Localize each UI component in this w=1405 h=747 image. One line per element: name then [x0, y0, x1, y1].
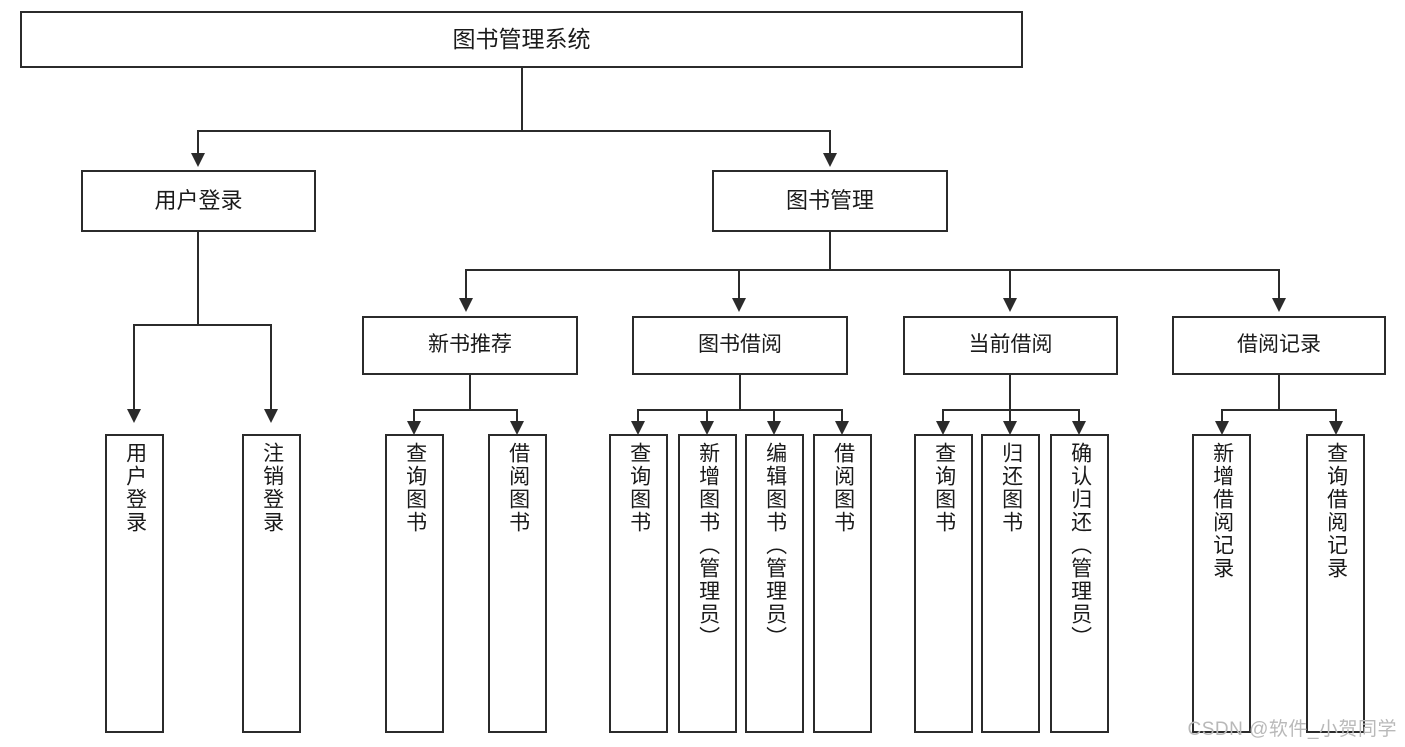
- edge-bm-to-book-borrow: [738, 269, 740, 300]
- edge-user-login-stem: [197, 232, 199, 325]
- edge-nbr-bus: [414, 409, 517, 411]
- edge-user-login-to-leaf-1: [133, 324, 135, 411]
- leaf-query-book-2-label: 查询图书: [627, 442, 651, 534]
- node-user-login[interactable]: 用户登录: [81, 170, 316, 232]
- leaf-confirm-return-label: 确认归还（管理员）: [1068, 442, 1092, 649]
- leaf-user-login-label: 用户登录: [123, 442, 147, 534]
- node-current-borrow[interactable]: 当前借阅: [903, 316, 1118, 375]
- edge-br-to-leaf-1: [1221, 409, 1223, 428]
- edge-user-login-bus: [134, 324, 271, 326]
- edge-bb-to-leaf-4: [841, 409, 843, 428]
- leaf-return-book[interactable]: 归还图书: [981, 434, 1040, 733]
- arrow-bb-to-leaf-1: [631, 421, 645, 435]
- node-root-label: 图书管理系统: [452, 26, 591, 53]
- leaf-add-borrow-record[interactable]: 新增借阅记录: [1192, 434, 1251, 733]
- node-book-borrow[interactable]: 图书借阅: [632, 316, 848, 375]
- leaf-confirm-return[interactable]: 确认归还（管理员）: [1050, 434, 1109, 733]
- leaf-borrow-book-2-label: 借阅图书: [831, 442, 855, 534]
- edge-bb-stem: [739, 375, 741, 411]
- node-borrow-record[interactable]: 借阅记录: [1172, 316, 1386, 375]
- edge-cb-stem: [1009, 375, 1011, 411]
- arrow-bm-to-new-book-recommend: [459, 298, 473, 312]
- edge-user-login-to-leaf-2: [270, 324, 272, 411]
- leaf-query-book-1[interactable]: 查询图书: [385, 434, 444, 733]
- arrow-nbr-to-leaf-2: [510, 421, 524, 435]
- node-current-borrow-label: 当前借阅: [968, 333, 1053, 357]
- node-book-management[interactable]: 图书管理: [712, 170, 948, 232]
- arrow-bb-to-leaf-2: [700, 421, 714, 435]
- edge-nbr-stem: [469, 375, 471, 411]
- edge-cb-bus: [943, 409, 1080, 411]
- edge-br-to-leaf-2: [1335, 409, 1337, 428]
- leaf-add-book-label: 新增图书（管理员）: [696, 442, 720, 649]
- arrow-root-to-book-management: [823, 153, 837, 167]
- edge-bb-to-leaf-3: [773, 409, 775, 428]
- node-book-management-label: 图书管理: [785, 188, 874, 214]
- arrow-bm-to-current-borrow: [1003, 298, 1017, 312]
- edge-bb-bus: [638, 409, 842, 411]
- edge-book-management-bus: [466, 269, 1280, 271]
- leaf-query-book-3[interactable]: 查询图书: [914, 434, 973, 733]
- node-root[interactable]: 图书管理系统: [20, 11, 1023, 68]
- edge-root-bus: [198, 130, 831, 132]
- leaf-logout-login[interactable]: 注销登录: [242, 434, 301, 733]
- leaf-edit-book[interactable]: 编辑图书（管理员）: [745, 434, 804, 733]
- node-new-book-recommend-label: 新书推荐: [428, 333, 512, 357]
- leaf-query-borrow-record-label: 查询借阅记录: [1324, 442, 1348, 580]
- edge-cb-to-leaf-3: [1078, 409, 1080, 428]
- edge-bb-to-leaf-1: [637, 409, 639, 428]
- leaf-borrow-book-1-label: 借阅图书: [506, 442, 530, 534]
- leaf-user-login[interactable]: 用户登录: [105, 434, 164, 733]
- arrow-cb-to-leaf-2: [1003, 421, 1017, 435]
- arrow-root-to-user-login: [191, 153, 205, 167]
- edge-root-to-user-login: [197, 130, 199, 156]
- arrow-nbr-to-leaf-1: [407, 421, 421, 435]
- arrow-br-to-leaf-2: [1329, 421, 1343, 435]
- arrow-cb-to-leaf-1: [936, 421, 950, 435]
- leaf-add-book[interactable]: 新增图书（管理员）: [678, 434, 737, 733]
- leaf-query-book-3-label: 查询图书: [932, 442, 956, 534]
- edge-book-management-stem: [829, 232, 831, 270]
- node-user-login-label: 用户登录: [154, 188, 243, 214]
- leaf-query-book-1-label: 查询图书: [403, 442, 427, 534]
- edge-bm-to-borrow-record: [1278, 269, 1280, 300]
- arrow-bb-to-leaf-4: [835, 421, 849, 435]
- edge-br-stem: [1278, 375, 1280, 411]
- leaf-query-borrow-record[interactable]: 查询借阅记录: [1306, 434, 1365, 733]
- edge-cb-to-leaf-2: [1009, 409, 1011, 428]
- leaf-return-book-label: 归还图书: [999, 442, 1023, 534]
- edge-bb-to-leaf-2: [706, 409, 708, 428]
- edge-root-stem: [521, 68, 523, 131]
- arrow-bb-to-leaf-3: [767, 421, 781, 435]
- node-new-book-recommend[interactable]: 新书推荐: [362, 316, 578, 375]
- edge-bm-to-new-book-recommend: [465, 269, 467, 300]
- leaf-edit-book-label: 编辑图书（管理员）: [763, 442, 787, 649]
- arrow-user-login-to-leaf-2: [264, 409, 278, 423]
- leaf-logout-login-label: 注销登录: [260, 442, 284, 534]
- edge-nbr-to-leaf-1: [413, 409, 415, 428]
- arrow-br-to-leaf-1: [1215, 421, 1229, 435]
- arrow-bm-to-borrow-record: [1272, 298, 1286, 312]
- edge-br-bus: [1222, 409, 1336, 411]
- leaf-borrow-book-1[interactable]: 借阅图书: [488, 434, 547, 733]
- leaf-add-borrow-record-label: 新增借阅记录: [1210, 442, 1234, 580]
- node-book-borrow-label: 图书借阅: [698, 333, 782, 357]
- arrow-cb-to-leaf-3: [1072, 421, 1086, 435]
- edge-root-to-book-management: [829, 130, 831, 156]
- edge-nbr-to-leaf-2: [516, 409, 518, 428]
- leaf-query-book-2[interactable]: 查询图书: [609, 434, 668, 733]
- leaf-borrow-book-2[interactable]: 借阅图书: [813, 434, 872, 733]
- node-borrow-record-label: 借阅记录: [1237, 333, 1321, 357]
- arrow-bm-to-book-borrow: [732, 298, 746, 312]
- edge-bm-to-current-borrow: [1009, 269, 1011, 300]
- edge-cb-to-leaf-1: [942, 409, 944, 428]
- arrow-user-login-to-leaf-1: [127, 409, 141, 423]
